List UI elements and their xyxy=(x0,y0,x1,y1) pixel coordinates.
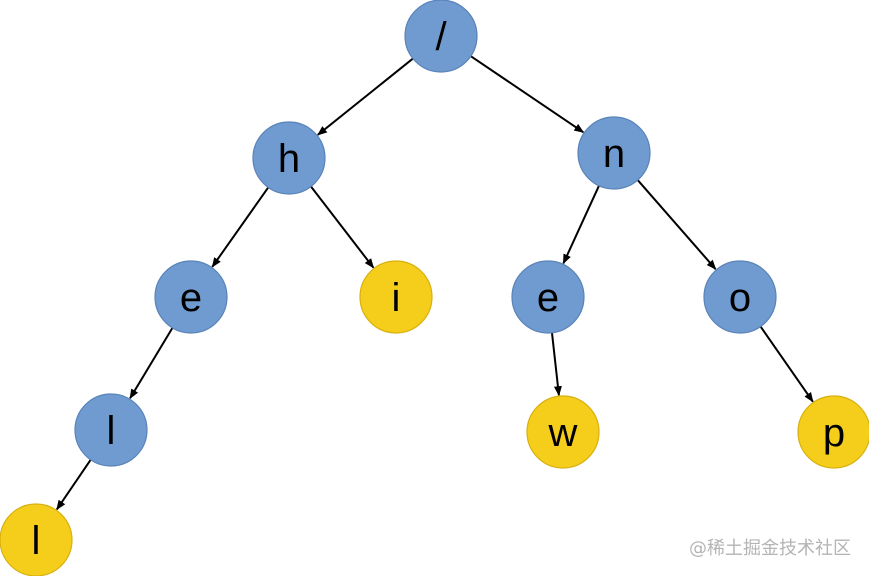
edge-root-n xyxy=(470,55,585,134)
node-label-p: p xyxy=(823,411,845,455)
node-circle-e2 xyxy=(511,260,585,334)
node-label-e2: e xyxy=(537,276,559,320)
node-h: h xyxy=(252,121,326,195)
node-label-h: h xyxy=(278,137,300,181)
node-l1: l xyxy=(74,393,148,467)
edge-h-e1 xyxy=(211,186,270,268)
node-circle-p xyxy=(797,395,869,469)
edge-o-p xyxy=(759,325,814,403)
edge-e1-l1 xyxy=(129,327,174,400)
edge-h-i xyxy=(310,185,375,269)
node-circle-w xyxy=(526,395,600,469)
edge-l1-l2 xyxy=(56,459,92,511)
node-circle-l2 xyxy=(0,503,73,576)
edge-n-o xyxy=(636,179,717,270)
edge-e2-w xyxy=(550,332,562,397)
node-circle-e1 xyxy=(154,260,228,334)
node-w: w xyxy=(526,395,600,469)
node-i: i xyxy=(359,260,433,334)
node-label-root: / xyxy=(435,15,447,59)
edges xyxy=(56,55,814,511)
node-label-l1: l xyxy=(107,409,116,453)
node-label-n: n xyxy=(603,132,625,176)
node-root: / xyxy=(404,0,478,73)
node-e2: e xyxy=(511,260,585,334)
watermark-text: @稀土掘金技术社区 xyxy=(689,538,851,559)
node-circle-i xyxy=(359,260,433,334)
node-n: n xyxy=(577,116,651,190)
edge-n-e2 xyxy=(562,185,600,265)
edge-root-h xyxy=(317,57,414,136)
node-label-w: w xyxy=(548,411,578,455)
node-circle-n xyxy=(577,116,651,190)
node-circle-root xyxy=(404,0,478,73)
node-circle-h xyxy=(252,121,326,195)
node-circle-l1 xyxy=(74,393,148,467)
node-o: o xyxy=(703,260,777,334)
node-label-o: o xyxy=(729,276,751,320)
node-p: p xyxy=(797,395,869,469)
node-l2: l xyxy=(0,503,73,576)
node-label-i: i xyxy=(392,276,401,320)
node-e1: e xyxy=(154,260,228,334)
node-circle-o xyxy=(703,260,777,334)
node-label-l2: l xyxy=(32,519,41,563)
node-label-e1: e xyxy=(180,276,202,320)
